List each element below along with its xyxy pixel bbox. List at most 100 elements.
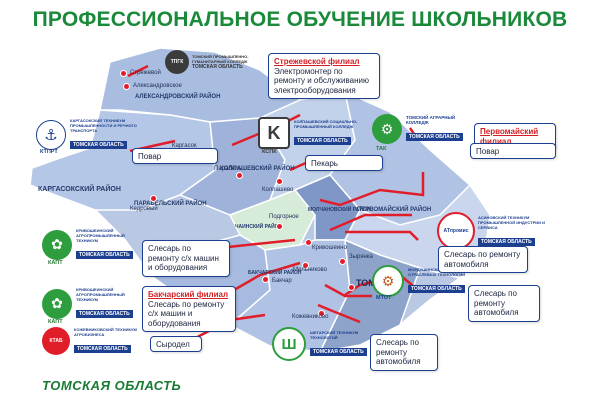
kapt2-abbr: КАПТ: [48, 319, 63, 325]
city-aleksandrovskoe: Александровское: [133, 83, 182, 89]
kapt1-region: ТОМСКАЯ ОБЛАСТЬ: [76, 251, 133, 259]
shtt-name: ШЕГАРСКИЙ ТЕХНИКУМ ТЕХНОЛОГИЙ: [310, 330, 359, 340]
city-dot: [348, 284, 355, 291]
kspk-abbr: КСПК: [262, 149, 277, 155]
card-bakchar: Бакчарский филиал Слесарь по ремонту с/х…: [142, 286, 236, 332]
card-slesar-1: Слесарь по ремонту с/х машин и оборудова…: [142, 240, 230, 277]
city-kolpashevo: Колпашево: [262, 187, 294, 193]
label-kargasoksky: КАРГАСОКСКИЙ РАЙОН: [38, 186, 121, 193]
footer-region: ТОМСКАЯ ОБЛАСТЬ: [42, 378, 182, 393]
ktprt-abbr: КТПРТ: [40, 149, 58, 155]
card-avto-2-text: Слесарь по ремонту автомобиля: [474, 289, 519, 317]
city-parabel: Парабель: [214, 166, 242, 172]
tppk-region: ТОМСКАЯ ОБЛАСТЬ: [192, 64, 243, 70]
label-kolpashevsky: КОЛПАШЕВСКИЙ РАЙОН: [220, 166, 295, 172]
tak-name: ТОМСКИЙ АГРАРНЫЙ КОЛЛЕДЖ: [406, 115, 456, 125]
college-ktab-logo: КТАБ КОЖЕВНИКОВСКИЙ ТЕХНИКУМ АГРОБИЗНЕСА…: [42, 327, 144, 355]
card-pekar: Пекарь: [305, 155, 383, 171]
city-kriverovo: Кривошеино: [312, 245, 347, 251]
city-dot: [302, 262, 309, 269]
label-aleksandrovsky: АЛЕКСАНДРОВСКИЙ РАЙОН: [135, 94, 221, 100]
city-dot: [339, 258, 346, 265]
wheat-icon: ✿: [42, 288, 72, 319]
page-title: ПРОФЕССИОНАЛЬНОЕ ОБУЧЕНИЕ ШКОЛЬНИКОВ: [32, 8, 568, 31]
tak-emblem-icon: ⚙: [372, 114, 402, 144]
ktab-region: ТОМСКАЯ ОБЛАСТЬ: [74, 345, 131, 353]
city-dot: [123, 83, 130, 90]
city-dot: [262, 276, 269, 283]
city-dot: [305, 239, 312, 246]
card-strezhevoy-branch: Стрежевской филиал: [274, 57, 360, 66]
shtt-emblem-icon: Ш: [272, 327, 306, 361]
kapt2-region: ТОМСКАЯ ОБЛАСТЬ: [76, 310, 133, 318]
city-kedrovy: Кедровый: [130, 206, 158, 212]
kapt1-abbr: КАПТ: [48, 260, 63, 266]
atpromis-region: ТОМСКАЯ ОБЛАСТЬ: [478, 237, 535, 246]
college-mtot-logo: ⚙ МОРДУШИНСКИЙ ТЕХНИКУМ ОТРАСЛЕВЫХ ТЕХНО…: [372, 265, 478, 297]
city-kozhevnikovo: Кожевниково: [292, 314, 329, 320]
city-melnikovo: Мельниково: [293, 267, 327, 273]
ktab-name: КОЖЕВНИКОВСКИЙ ТЕХНИКУМ АГРОБИЗНЕСА: [74, 327, 137, 337]
card-avto-1-text: Слесарь по ремонту автомобиля: [444, 250, 521, 269]
mtot-region: ТОМСКАЯ ОБЛАСТЬ: [408, 285, 465, 293]
card-avto-2: Слесарь по ремонту автомобиля: [468, 285, 540, 322]
card-avto-3: Слесарь по ремонту автомобиля: [370, 334, 438, 371]
city-dot: [276, 178, 283, 185]
card-pekar-text: Пекарь: [311, 159, 338, 168]
tppk-emblem-icon: ТПГК: [165, 50, 189, 74]
college-kapt1-logo: ✿ КРИВОШЕИНСКИЙ АГРОПРОМЫШЛЕННЫЙ ТЕХНИКУ…: [42, 228, 146, 261]
anchor-icon: ⚓: [36, 119, 66, 150]
city-dot: [120, 70, 127, 77]
card-avto-1: Слесарь по ремонту автомобиля: [438, 246, 528, 273]
atpromis-name: АСИНОВСКИЙ ТЕХНИКУМ ПРОМЫШЛЕННОЙ ИНДУСТР…: [478, 214, 546, 230]
city-dot: [236, 172, 243, 179]
college-ktprt-logo: ⚓ КАРГАСОКСКИЙ ТЕХНИКУМ ПРОМЫШЛЕННОСТИ И…: [36, 118, 140, 151]
card-strezhevoy-text: Электромонтер по ремонту и обслуживанию …: [274, 66, 369, 95]
label-chainsky: ЧАИНСКИЙ РАЙОН: [235, 224, 283, 230]
gear-icon: ⚙: [372, 265, 404, 297]
card-povar-kargasok: Повар: [132, 148, 218, 164]
city-tomsk: ТОМСК: [356, 278, 388, 288]
card-syrodel: Сыродел: [150, 336, 202, 352]
city-dot: [276, 223, 283, 230]
city-bakchar: Бакчар: [272, 278, 292, 284]
card-bakchar-branch: Бакчарский филиал: [148, 290, 229, 299]
ktprt-region: ТОМСКАЯ ОБЛАСТЬ: [70, 141, 127, 149]
card-povar-kargasok-text: Повар: [138, 152, 162, 161]
mtot-name: МОРДУШИНСКИЙ ТЕХНИКУМ ОТРАСЛЕВЫХ ТЕХНОЛО…: [408, 267, 466, 277]
city-podgornoe: Подгорное: [269, 214, 299, 220]
kspk-region: ТОМСКАЯ ОБЛАСТЬ: [294, 137, 351, 145]
card-pervomaysky-branch: Первомайский филиал: [480, 127, 539, 146]
kspk-name: КОЛПАШЕВСКИЙ СОЦИАЛЬНО-ПРОМЫШЛЕННЫЙ КОЛЛ…: [294, 119, 358, 129]
city-zyryanka: Зырянка: [349, 254, 373, 260]
wheat-icon: ✿: [42, 229, 72, 260]
college-shtt-logo: Ш ШЕГАРСКИЙ ТЕХНИКУМ ТЕХНОЛОГИЙ ТОМСКАЯ …: [272, 327, 367, 361]
label-bakcharsky: БАКЧАРСКИЙ РАЙОН: [248, 270, 302, 276]
tak-region: ТОМСКАЯ ОБЛАСТЬ: [406, 133, 463, 141]
card-syrodel-text: Сыродел: [156, 340, 190, 349]
college-kspk-logo: K КОЛПАШЕВСКИЙ СОЦИАЛЬНО-ПРОМЫШЛЕННЫЙ КО…: [258, 117, 364, 149]
card-povar-pervomaysky: Повар: [470, 143, 556, 159]
college-tak-logo: ⚙ ТОМСКИЙ АГРАРНЫЙ КОЛЛЕДЖ ТОМСКАЯ ОБЛАС…: [372, 114, 464, 144]
college-atpromis-logo: АТпромис АСИНОВСКИЙ ТЕХНИКУМ ПРОМЫШЛЕННО…: [437, 212, 552, 250]
card-strezhevoy: Стрежевской филиал Электромонтер по ремо…: [268, 53, 380, 99]
label-molchanovsky: МОЛЧАНОВСКИЙ РАЙОН: [308, 207, 371, 213]
tak-abbr: ТАК: [376, 146, 387, 152]
card-slesar-1-text: Слесарь по ремонту с/х машин и оборудова…: [148, 244, 219, 272]
card-bakchar-text: Слесарь по ремонту с/х машин и оборудова…: [148, 299, 225, 328]
city-dot: [150, 195, 157, 202]
tppk-name: ТОМСКИЙ ПРОМЫШЛЕННО-ГУМАНИТАРНЫЙ КОЛЛЕДЖ: [192, 54, 249, 64]
kspk-emblem-icon: K: [258, 117, 290, 149]
atpromis-emblem-icon: АТпромис: [437, 212, 475, 250]
college-kapt2-logo: ✿ КРИВОШЕИНСКИЙ АГРОПРОМЫШЛЕННЫЙ ТЕХНИКУ…: [42, 287, 146, 320]
kapt2-name: КРИВОШЕИНСКИЙ АГРОПРОМЫШЛЕННЫЙ ТЕХНИКУМ: [76, 287, 125, 302]
ktprt-name: КАРГАСОКСКИЙ ТЕХНИКУМ ПРОМЫШЛЕННОСТИ И Р…: [70, 118, 137, 133]
college-tppk-logo: ТПГК ТОМСКИЙ ПРОМЫШЛЕННО-ГУМАНИТАРНЫЙ КО…: [165, 50, 252, 74]
label-parabelsky: ПАРАБЕЛЬСКИЙ РАЙОН: [134, 201, 207, 207]
kapt1-name: КРИВОШЕИНСКИЙ АГРОПРОМЫШЛЕННЫЙ ТЕХНИКУМ: [76, 228, 125, 243]
shtt-region: ТОМСКАЯ ОБЛАСТЬ: [310, 348, 367, 356]
city-kargasok: Каргасок: [172, 143, 197, 149]
label-pervomaysky: ПЕРВОМАЙСКИЙ РАЙОН: [357, 207, 432, 213]
card-povar-pervomaysky-text: Повар: [476, 147, 500, 156]
card-avto-3-text: Слесарь по ремонту автомобиля: [376, 338, 421, 366]
